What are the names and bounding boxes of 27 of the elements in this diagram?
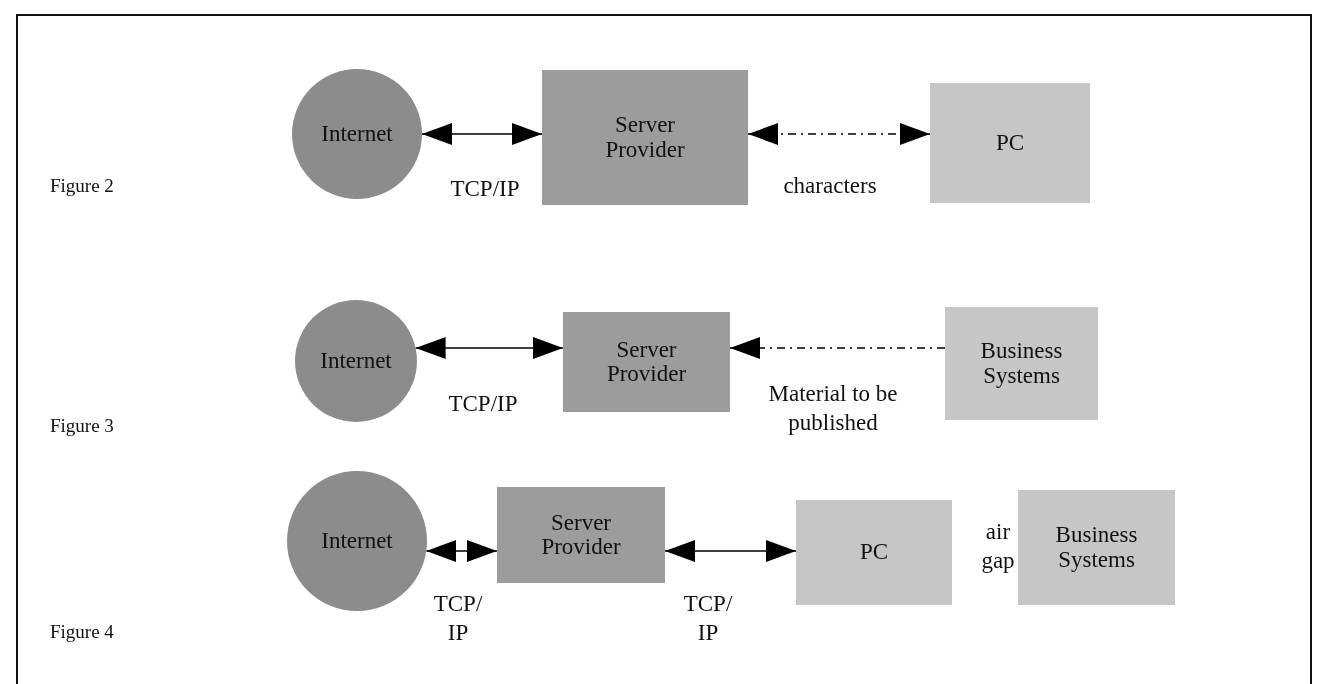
arrow — [664, 540, 797, 562]
server-box — [563, 312, 730, 412]
node-label: Server Provider — [540, 510, 622, 560]
annotation-text: air gap — [980, 518, 1016, 575]
system-box — [796, 500, 952, 605]
node-label: Business Systems — [1054, 523, 1139, 572]
node-label: Internet — [321, 121, 393, 147]
server-box — [542, 70, 748, 205]
node-label: Business Systems — [979, 339, 1064, 388]
arrow — [729, 337, 946, 359]
node-label: PC — [995, 130, 1025, 156]
node-label: Internet — [320, 348, 392, 374]
system-box — [945, 307, 1098, 420]
arrow — [425, 540, 498, 562]
node-label: Server Provider — [604, 113, 686, 162]
figure-caption: Figure 3 — [50, 414, 114, 438]
arrow — [414, 337, 564, 359]
server-box — [497, 487, 665, 583]
node-label: PC — [859, 540, 889, 565]
figure-caption: Figure 2 — [50, 174, 114, 198]
system-box — [930, 83, 1090, 203]
arrow — [747, 123, 931, 145]
system-box — [1018, 490, 1175, 605]
node-label: Server Provider — [605, 337, 688, 387]
figure-caption: Figure 4 — [50, 620, 114, 644]
node-label: Internet — [321, 528, 393, 554]
arrow — [421, 123, 543, 145]
